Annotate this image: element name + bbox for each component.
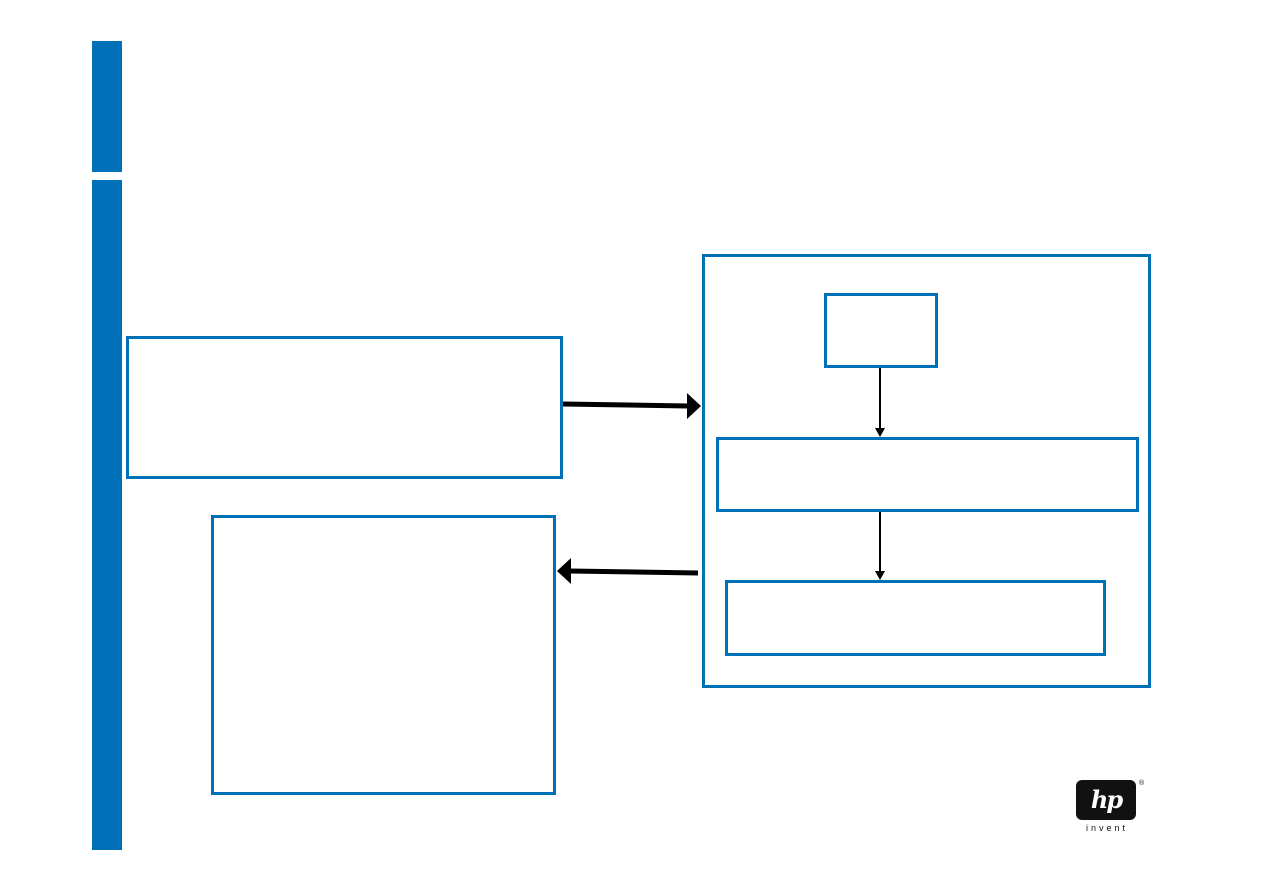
diagram-box-inner-middle: [716, 437, 1139, 512]
diagram-box-left-bottom: [211, 515, 556, 795]
diagram-box-left-top: [126, 336, 563, 479]
diagram-box-inner-bottom: [725, 580, 1106, 656]
hp-logo-letters: hp: [1090, 785, 1123, 814]
accent-bar-side: [92, 180, 122, 850]
hp-logo: hp ® invent: [1074, 780, 1146, 836]
accent-bar-top: [92, 41, 122, 172]
hp-logo-trademark: ®: [1139, 780, 1145, 787]
arrow-left-box-to-container: [562, 393, 701, 419]
arrow-container-to-left-box: [557, 558, 699, 584]
hp-logo-tagline: invent: [1085, 823, 1129, 833]
diagram-box-inner-top: [824, 293, 938, 368]
arrow-inner-top-to-middle: [875, 368, 885, 437]
arrow-inner-middle-to-bottom: [875, 512, 885, 580]
hp-logo-badge: hp: [1076, 780, 1136, 820]
